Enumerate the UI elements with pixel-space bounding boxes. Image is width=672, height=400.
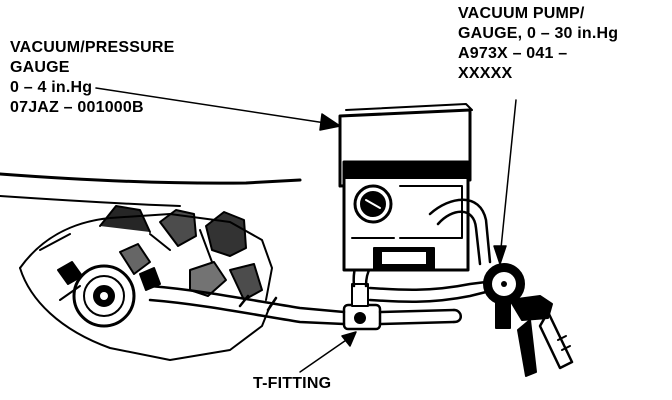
pump-label-line1: VACUUM PUMP/ <box>458 5 585 22</box>
t-fitting-callout-label: T-FITTING <box>253 375 332 392</box>
vacuum-hose-to-pump <box>428 198 492 266</box>
arrow-gauge-icon <box>319 113 341 131</box>
gauge-label-line4: 07JAZ – 001000B <box>10 99 144 116</box>
gauge-callout-label: VACUUM/PRESSURE GAUGE 0 – 4 in.Hg 07JAZ … <box>10 38 175 118</box>
gauge-case <box>338 103 473 272</box>
gauge-label-line1: VACUUM/PRESSURE <box>10 39 175 56</box>
gauge-label-line2: GAUGE <box>10 59 70 76</box>
leader-lines <box>95 87 517 373</box>
arrow-pump-icon <box>493 245 507 265</box>
pump-label-line4: XXXXX <box>458 65 513 82</box>
vacuum-hose-main <box>148 284 462 326</box>
pump-callout-label: VACUUM PUMP/ GAUGE, 0 – 30 in.Hg A973X –… <box>458 4 618 84</box>
engine-pulley <box>57 261 161 328</box>
gauge-label-line3: 0 – 4 in.Hg <box>10 79 93 96</box>
t-fitting-part <box>342 283 382 331</box>
pump-label-line2: GAUGE, 0 – 30 in.Hg <box>458 25 619 42</box>
vacuum-pump <box>483 263 574 377</box>
arrow-tee-icon <box>341 331 357 347</box>
engine-bay <box>0 172 302 361</box>
pump-label-line3: A973X – 041 – <box>458 45 568 62</box>
